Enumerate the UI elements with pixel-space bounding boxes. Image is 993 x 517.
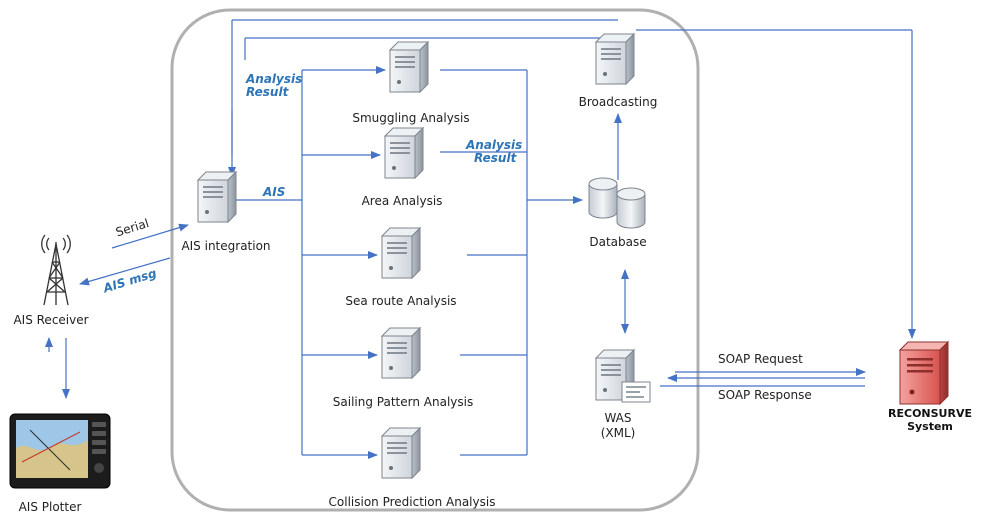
analysis-result-label-2-line2: Result xyxy=(474,151,517,165)
database-label: Database xyxy=(589,235,647,249)
processing-container xyxy=(170,8,700,512)
sea-route-analysis-label: Sea route Analysis xyxy=(345,294,457,308)
reconsurve-server-icon xyxy=(899,341,949,405)
broadcasting-label: Broadcasting xyxy=(578,95,658,109)
antenna-tower-icon xyxy=(41,234,71,306)
analysis-result-label-1: Analysis xyxy=(246,72,303,86)
sea-route-analysis-server-icon xyxy=(381,227,421,279)
reconsurve-label: RECONSURVE xyxy=(888,407,972,420)
smuggling-analysis-server-icon xyxy=(389,41,429,93)
smuggling-analysis-label: Smuggling Analysis xyxy=(352,111,470,125)
ais-plotter-label: AIS Plotter xyxy=(18,500,82,514)
soap-response-label: SOAP Response xyxy=(718,388,812,402)
was-xml-label: (XML) xyxy=(600,426,636,440)
soap-request-label: SOAP Request xyxy=(718,352,803,366)
collision-prediction-server-icon xyxy=(381,427,421,479)
ais-plotter-device-icon xyxy=(9,413,111,489)
analysis-result-label-2: Analysis xyxy=(466,138,523,152)
area-analysis-server-icon xyxy=(384,127,424,179)
sailing-pattern-analysis-label: Sailing Pattern Analysis xyxy=(332,395,474,409)
ais-integration-label: AIS integration xyxy=(181,239,271,253)
database-icon xyxy=(588,177,646,229)
broadcasting-server-icon xyxy=(595,33,635,85)
was-label: WAS xyxy=(604,411,632,425)
ais-integration-server-icon xyxy=(197,171,237,223)
xml-document-icon xyxy=(621,381,651,403)
sailing-pattern-analysis-server-icon xyxy=(381,327,421,379)
ais-edge-label: AIS xyxy=(263,185,286,199)
connector-lines xyxy=(229,19,912,456)
ais-receiver-label: AIS Receiver xyxy=(13,313,89,327)
collision-prediction-analysis-label: Collision Prediction Analysis xyxy=(328,495,496,509)
analysis-result-label-1-line2: Result xyxy=(246,85,289,99)
reconsurve-system-label: System xyxy=(907,420,953,433)
arrow-lines xyxy=(45,30,916,459)
area-analysis-label: Area Analysis xyxy=(361,194,443,208)
